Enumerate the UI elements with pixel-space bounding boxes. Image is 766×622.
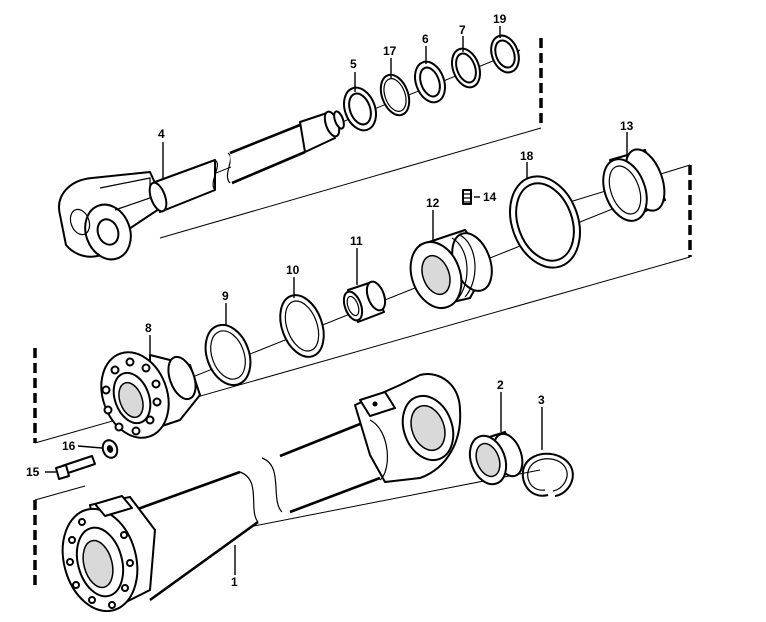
- callout-4: 4: [158, 127, 165, 141]
- piston-rod: [58, 110, 345, 261]
- snap-ring-part-3: [521, 452, 574, 497]
- callout-17: 17: [383, 44, 397, 58]
- callout-6: 6: [422, 32, 429, 46]
- seal-ring-part-17: [379, 73, 411, 117]
- callout-14: 14: [483, 190, 497, 204]
- callout-1: 1: [231, 575, 238, 589]
- callout-3: 3: [538, 393, 545, 407]
- rod-guide-part-5: [343, 86, 377, 132]
- wear-ring-part-13: [602, 148, 666, 222]
- callout-18: 18: [520, 149, 534, 163]
- set-screw-part-14: [462, 189, 472, 205]
- callout-9: 9: [222, 289, 229, 303]
- callout-11: 11: [350, 234, 363, 248]
- piston-seal-part-18: [509, 175, 581, 269]
- cylinder-tube: [61, 373, 462, 613]
- bolt-part-15: [55, 455, 96, 480]
- seal-ring-part-6: [414, 60, 446, 104]
- callout-13: 13: [620, 119, 634, 133]
- callout-2: 2: [497, 378, 504, 392]
- callout-8: 8: [145, 321, 152, 335]
- callout-19: 19: [493, 12, 507, 26]
- o-ring-part-9: [204, 323, 252, 387]
- leader-lines: [45, 26, 628, 575]
- seal-ring-part-7: [450, 47, 482, 89]
- cylinder-head: [100, 351, 201, 439]
- callout-16: 16: [62, 439, 76, 453]
- frame-top-group: [159, 38, 543, 239]
- wiper-ring-part-19: [490, 34, 520, 74]
- piston-part-12: [409, 229, 493, 309]
- bushing-part-2: [468, 431, 524, 486]
- callout-12: 12: [426, 196, 440, 210]
- callout-10: 10: [286, 263, 300, 277]
- callout-15: 15: [26, 465, 40, 479]
- frame-bottom-group: [33, 485, 86, 590]
- bushing-part-11: [342, 280, 387, 323]
- callout-7: 7: [459, 23, 466, 37]
- backup-ring-part-10: [279, 294, 325, 358]
- washer-part-16: [101, 439, 119, 459]
- callout-5: 5: [350, 57, 357, 71]
